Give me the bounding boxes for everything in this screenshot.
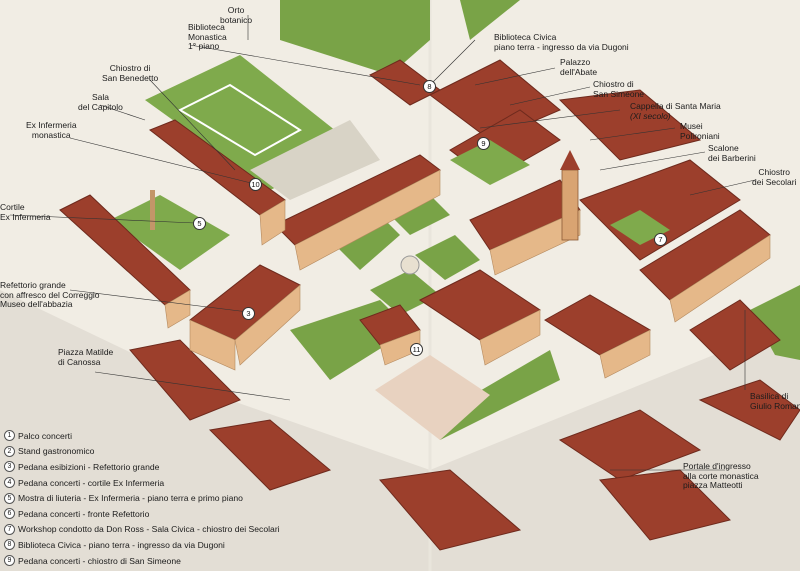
- bell-tower: [561, 169, 579, 241]
- legend-number: 9: [4, 555, 15, 567]
- map-marker-9[interactable]: 9: [477, 137, 490, 150]
- chiostro-inner: [177, 83, 302, 157]
- map-marker-10[interactable]: 10: [249, 178, 262, 191]
- lawn-3: [415, 235, 480, 280]
- legend-text: Stand gastronomico: [18, 446, 95, 457]
- column: [150, 190, 155, 230]
- orto-botanico: [280, 0, 430, 75]
- map-marker-5[interactable]: 5: [193, 217, 206, 230]
- legend-text: Pedana concerti - fronte Refettorio: [18, 508, 150, 519]
- leader-lines: [9, 15, 756, 471]
- legend-number: 1: [4, 430, 15, 442]
- map-marker-11[interactable]: 11: [410, 343, 423, 356]
- legend-text: Biblioteca Civica - piano terra - ingres…: [18, 539, 225, 550]
- legend-number: 3: [4, 461, 15, 473]
- legend-text: Pedana esibizioni - Refettorio grande: [18, 461, 160, 472]
- building-walls: [164, 169, 771, 379]
- chiostro-san-simeone: [450, 140, 530, 185]
- legend-number: 4: [4, 477, 15, 489]
- piazza-pavement: [375, 355, 490, 440]
- map-marker-8[interactable]: 8: [423, 80, 436, 93]
- lawn-top-right: [460, 0, 520, 40]
- fountain: [400, 255, 420, 275]
- lawn-4: [370, 270, 440, 315]
- legend-number: 7: [4, 523, 15, 535]
- map-marker-3[interactable]: 3: [242, 307, 255, 320]
- cortile-ex-infermeria: [110, 195, 230, 270]
- legend-text: Palco concerti: [18, 430, 72, 441]
- street-area: [0, 290, 800, 571]
- legend-text: Mostra di liuteria - Ex Infermeria - pia…: [18, 493, 243, 504]
- lawn-1: [330, 215, 400, 270]
- buildings: [59, 59, 800, 551]
- legend-number: 2: [4, 445, 15, 457]
- legend-text: Pedana concerti - cortile Ex Infermeria: [18, 477, 165, 488]
- legend-text: Pedana concerti - chiostro di San Simeon…: [18, 555, 181, 566]
- bell-tower-cap: [560, 150, 580, 170]
- legend-number: 5: [4, 492, 15, 504]
- legend-text: Workshop condotto da Don Ross - Sala Civ…: [18, 524, 280, 535]
- label-cappella: Cappella di Santa Maria(XI secolo): [630, 101, 721, 121]
- legend-number: 8: [4, 539, 15, 551]
- map-marker-7[interactable]: 7: [654, 233, 667, 246]
- lawn-far-east: [750, 285, 800, 360]
- legend-number: 6: [4, 508, 15, 520]
- orto-garden: [250, 120, 380, 200]
